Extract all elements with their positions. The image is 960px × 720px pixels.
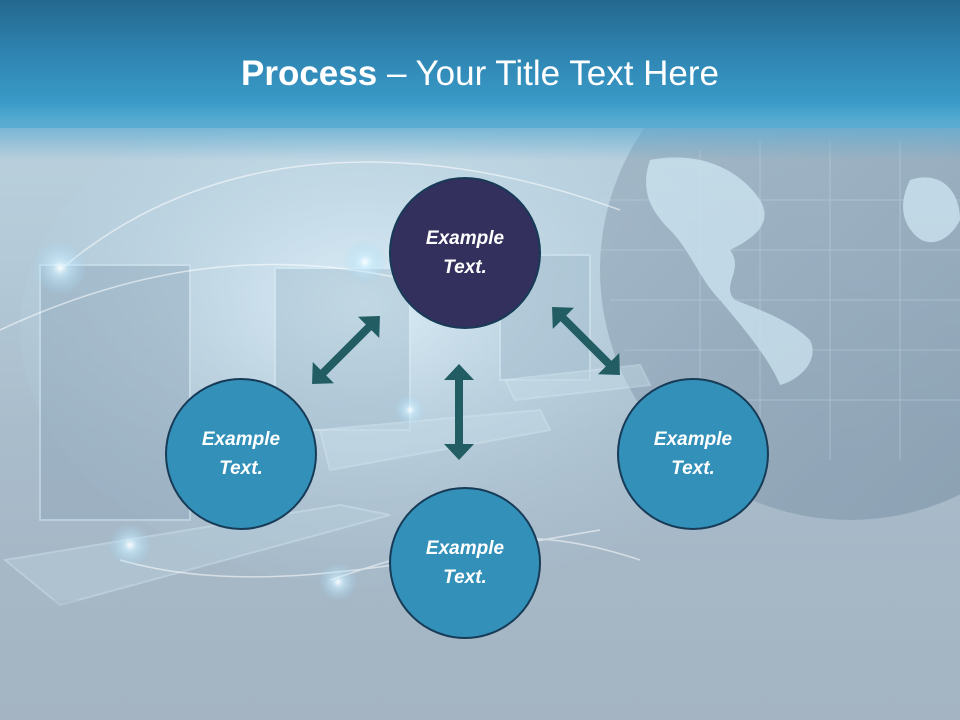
title-banner [0,0,960,128]
slide-title[interactable]: Process – Your Title Text Here [0,54,960,94]
slide-title-bold: Process [241,54,378,93]
arrow-top-right [552,307,620,375]
slide-title-rest: – Your Title Text Here [377,54,719,93]
arrow-top-left [312,316,380,384]
laptop-graphics [2,254,652,607]
arrow-vertical [444,364,474,460]
title-banner-fade [0,120,960,160]
